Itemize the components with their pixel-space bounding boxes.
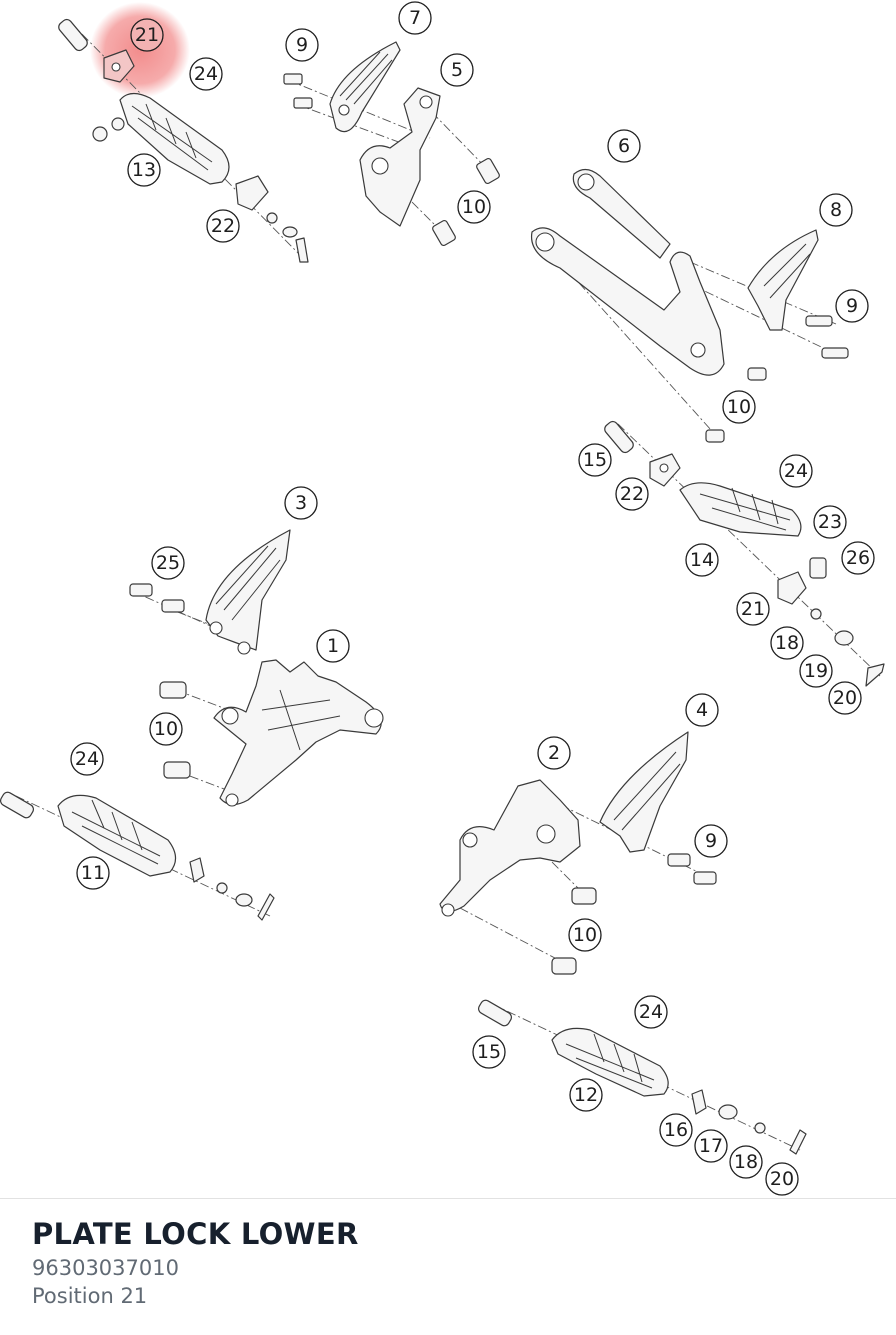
svg-text:25: 25 — [156, 552, 180, 574]
callout-10[interactable]: 10 — [568, 918, 602, 952]
svg-text:18: 18 — [734, 1151, 758, 1173]
svg-text:22: 22 — [211, 215, 235, 237]
svg-text:15: 15 — [583, 449, 607, 471]
callout-2[interactable]: 2 — [537, 736, 571, 770]
svg-text:21: 21 — [741, 598, 765, 620]
callout-24[interactable]: 24 — [70, 742, 104, 776]
callout-17[interactable]: 17 — [694, 1129, 728, 1163]
svg-text:9: 9 — [296, 34, 308, 56]
svg-text:10: 10 — [573, 924, 597, 946]
callout-18[interactable]: 18 — [770, 626, 804, 660]
callout-13[interactable]: 13 — [127, 153, 161, 187]
svg-text:20: 20 — [770, 1168, 794, 1190]
callout-20[interactable]: 20 — [828, 681, 862, 715]
bracket-assembly-top-center — [283, 41, 500, 247]
callout-21-highlighted[interactable]: 21 — [130, 18, 164, 52]
callout-10[interactable]: 10 — [722, 390, 756, 424]
svg-text:16: 16 — [664, 1119, 688, 1141]
svg-text:10: 10 — [154, 718, 178, 740]
callout-16[interactable]: 16 — [659, 1113, 693, 1147]
svg-text:20: 20 — [833, 687, 857, 709]
part-position: Position 21 — [32, 1284, 148, 1308]
callout-6[interactable]: 6 — [607, 129, 641, 163]
svg-text:26: 26 — [846, 547, 870, 569]
callout-22[interactable]: 22 — [206, 209, 240, 243]
svg-text:21: 21 — [135, 24, 159, 46]
callout-14[interactable]: 14 — [685, 543, 719, 577]
callout-25[interactable]: 25 — [151, 546, 185, 580]
svg-text:18: 18 — [775, 632, 799, 654]
callout-15[interactable]: 15 — [578, 443, 612, 477]
svg-text:2: 2 — [548, 742, 560, 764]
svg-text:4: 4 — [696, 699, 708, 721]
svg-text:19: 19 — [804, 660, 828, 682]
svg-text:14: 14 — [690, 549, 714, 571]
callout-21[interactable]: 21 — [736, 592, 770, 626]
callout-19[interactable]: 19 — [799, 654, 833, 688]
svg-text:22: 22 — [620, 483, 644, 505]
footpeg-assembly-bottom — [478, 999, 807, 1155]
exploded-parts-diagram: 21 24 13 22 9 7 5 10 6 8 9 10 15 22 24 2… — [0, 1, 885, 1196]
svg-text:9: 9 — [846, 295, 858, 317]
callout-26[interactable]: 26 — [841, 541, 875, 575]
footpeg-assembly-mid-right — [604, 420, 885, 687]
svg-text:23: 23 — [818, 511, 842, 533]
svg-text:24: 24 — [194, 63, 218, 85]
svg-text:17: 17 — [699, 1135, 723, 1157]
callout-5[interactable]: 5 — [440, 53, 474, 87]
callout-4[interactable]: 4 — [685, 693, 719, 727]
svg-text:3: 3 — [295, 492, 307, 514]
callout-12[interactable]: 12 — [569, 1078, 603, 1112]
svg-text:13: 13 — [132, 159, 156, 181]
callout-9[interactable]: 9 — [285, 28, 319, 62]
svg-text:24: 24 — [639, 1001, 663, 1023]
svg-text:24: 24 — [784, 460, 808, 482]
svg-text:9: 9 — [705, 830, 717, 852]
svg-text:10: 10 — [462, 196, 486, 218]
callout-11[interactable]: 11 — [76, 856, 110, 890]
svg-text:11: 11 — [81, 862, 105, 884]
svg-text:6: 6 — [618, 135, 630, 157]
callout-24[interactable]: 24 — [634, 995, 668, 1029]
callout-24[interactable]: 24 — [779, 454, 813, 488]
svg-text:24: 24 — [75, 748, 99, 770]
bracket-assembly-lower-right — [439, 731, 717, 975]
callout-22[interactable]: 22 — [615, 477, 649, 511]
callout-1[interactable]: 1 — [316, 629, 350, 663]
callout-24[interactable]: 24 — [189, 57, 223, 91]
callout-20[interactable]: 20 — [765, 1162, 799, 1196]
svg-text:15: 15 — [477, 1041, 501, 1063]
bracket-assembly-right — [530, 168, 849, 443]
bracket-assembly-left-center — [0, 529, 384, 921]
callout-10[interactable]: 10 — [149, 712, 183, 746]
callout-8[interactable]: 8 — [819, 193, 853, 227]
divider — [0, 1198, 896, 1199]
callout-7[interactable]: 7 — [398, 1, 432, 35]
callout-15[interactable]: 15 — [472, 1035, 506, 1069]
svg-text:5: 5 — [451, 59, 463, 81]
svg-text:10: 10 — [727, 396, 751, 418]
callout-9[interactable]: 9 — [694, 824, 728, 858]
footpeg-assembly-top-left — [58, 18, 309, 263]
svg-text:12: 12 — [574, 1084, 598, 1106]
part-info-panel: PLATE LOCK LOWER 96303037010 Position 21 — [32, 1214, 872, 1310]
svg-text:7: 7 — [409, 7, 421, 29]
callout-3[interactable]: 3 — [284, 486, 318, 520]
svg-text:1: 1 — [327, 635, 339, 657]
svg-text:8: 8 — [830, 199, 842, 221]
callout-23[interactable]: 23 — [813, 505, 847, 539]
part-title: PLATE LOCK LOWER — [32, 1217, 359, 1251]
part-number: 96303037010 — [32, 1256, 179, 1280]
callout-10[interactable]: 10 — [457, 190, 491, 224]
callout-18[interactable]: 18 — [729, 1145, 763, 1179]
callout-9[interactable]: 9 — [835, 289, 869, 323]
